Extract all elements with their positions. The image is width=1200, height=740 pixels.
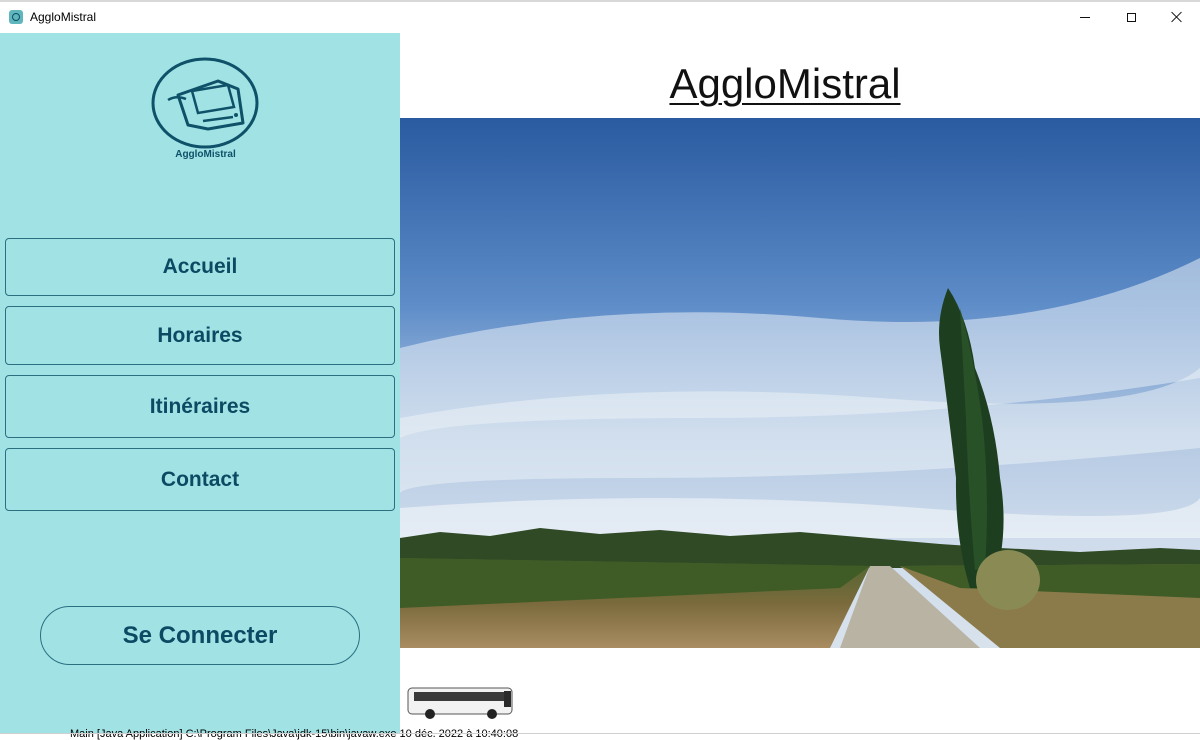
- maximize-icon: [1126, 12, 1136, 22]
- app-logo-icon: [9, 10, 23, 24]
- nav-contact-button[interactable]: Contact: [5, 448, 395, 511]
- window-border: [0, 0, 1200, 2]
- maximize-button[interactable]: [1108, 4, 1154, 30]
- close-icon: [1171, 11, 1183, 23]
- title-bar: AggloMistral: [0, 0, 1200, 33]
- nav-itineraires-button[interactable]: Itinéraires: [5, 375, 395, 438]
- hero-image: [398, 118, 1200, 648]
- logo-text: AggloMistral: [175, 149, 236, 160]
- page-title: AggloMistral: [669, 60, 901, 107]
- nav-horaires-button[interactable]: Horaires: [5, 306, 395, 365]
- bus-icon: [406, 683, 516, 721]
- landscape-photo: [398, 118, 1200, 648]
- bus-logo-icon: [151, 57, 259, 149]
- sidebar: AggloMistral Accueil Horaires Itinéraire…: [0, 33, 400, 733]
- brand-logo: AggloMistral: [148, 55, 263, 165]
- window-bottom-border: [0, 733, 1200, 734]
- nav-accueil-button[interactable]: Accueil: [5, 238, 395, 296]
- status-text: Main [Java Application] C:\Program Files…: [70, 728, 519, 740]
- close-button[interactable]: [1154, 4, 1200, 30]
- minimize-icon: [1080, 16, 1090, 18]
- minimize-button[interactable]: [1062, 4, 1108, 30]
- connect-button[interactable]: Se Connecter: [40, 606, 360, 665]
- window-title: AggloMistral: [30, 10, 97, 24]
